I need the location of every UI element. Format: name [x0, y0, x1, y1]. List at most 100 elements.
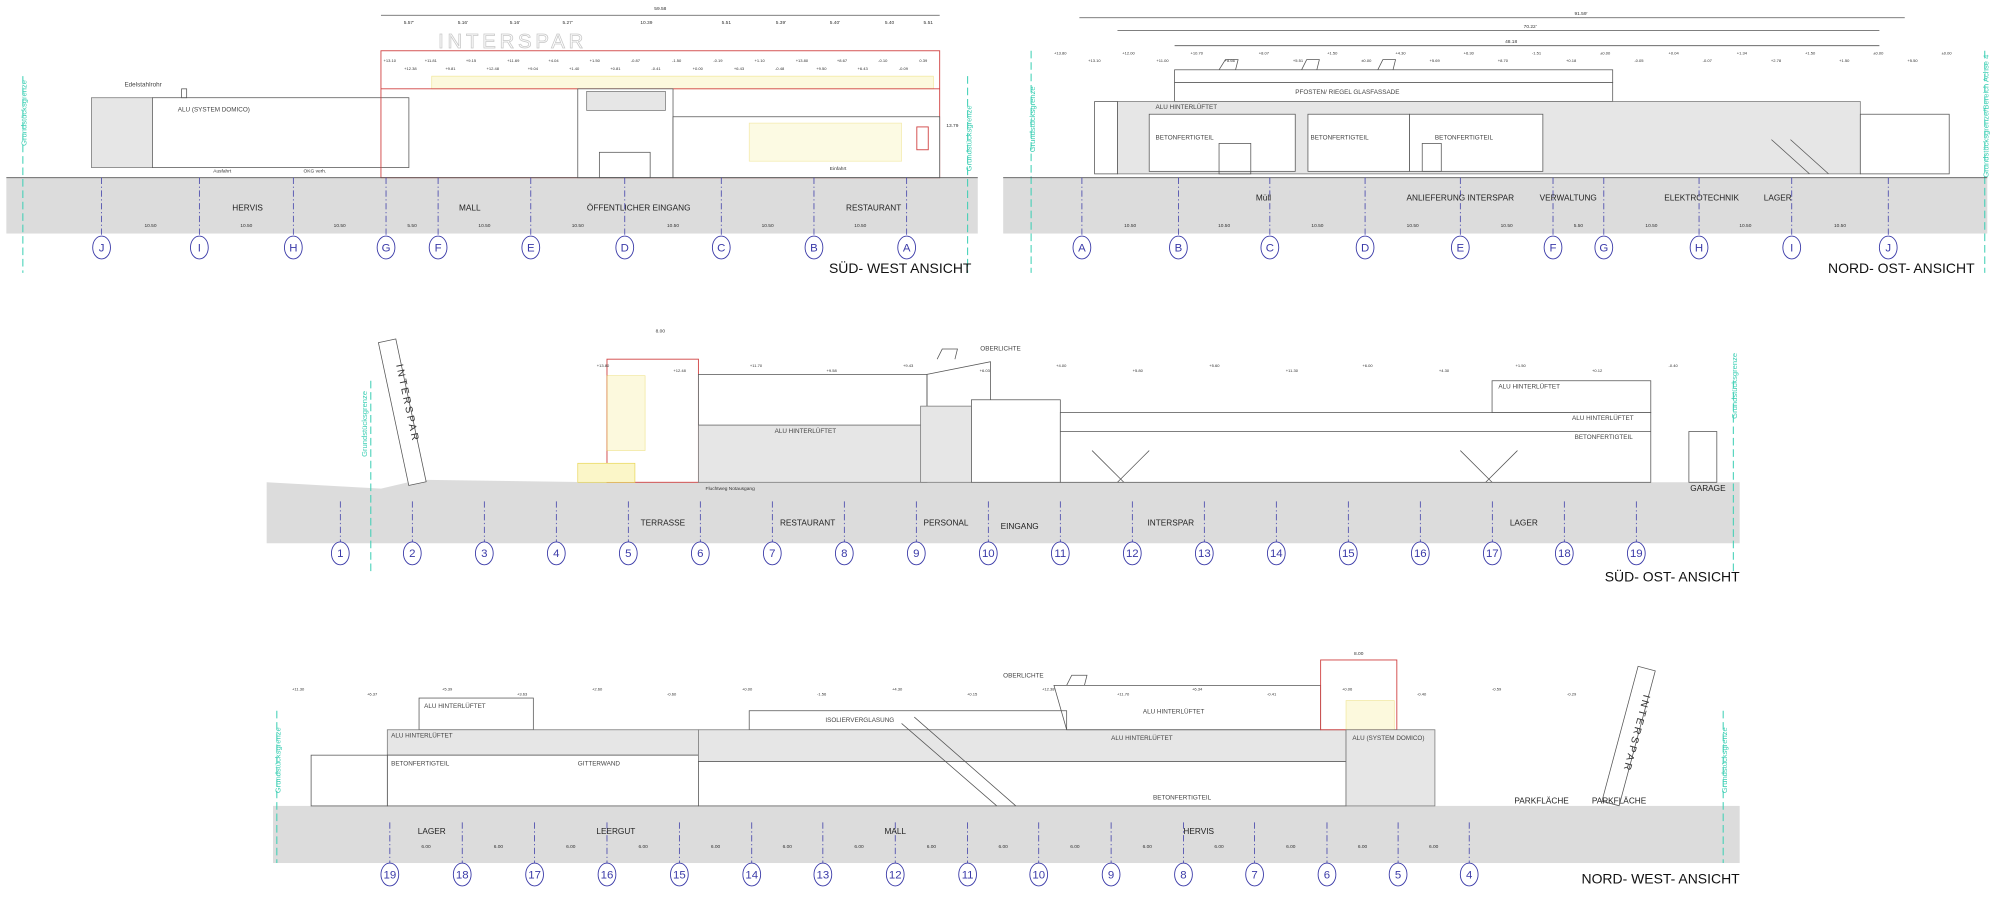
- sw-axis-spacing: 10.50: [667, 223, 679, 229]
- nw-axis-spacing: 6.00: [711, 844, 721, 850]
- sw-grid-axis-marker: [376, 235, 396, 260]
- sw-level-marker: +0.00: [693, 66, 704, 71]
- no-level-marker: +8.07: [1259, 51, 1270, 56]
- no-level-marker: +12.00: [1122, 51, 1135, 56]
- sw-level-marker: +1.10: [754, 58, 765, 63]
- so-grid-axis-marker: [1626, 541, 1646, 566]
- nw-grid-axis-label: 5: [1395, 869, 1401, 881]
- no-beton-panel-2: [1307, 113, 1410, 172]
- sw-top-dim-segment: 5.27': [562, 20, 572, 26]
- so-level-marker: +11.30: [1286, 368, 1299, 373]
- so-grid-axis-label: 7: [769, 548, 775, 560]
- sw-grid-axis-marker: [190, 235, 209, 260]
- no-label-alu: ALU HINTERLÜFTET: [1156, 103, 1218, 111]
- so-upper-facade: [698, 374, 928, 426]
- nw-grid-axis-label: 6: [1324, 869, 1330, 881]
- no-level-marker: -0.05: [1634, 58, 1644, 63]
- no-label-beton-3: BETONFERTIGTEIL: [1435, 135, 1494, 142]
- sw-level-marker: +6.43: [734, 66, 745, 71]
- nw-grid-axis-label: 10: [1032, 869, 1045, 881]
- nw-level-marker: +11.30: [292, 686, 305, 691]
- so-label-oberlichte: OBERLICHTE: [980, 345, 1020, 352]
- nw-grid-axis-marker: [1459, 862, 1479, 887]
- so-grid-axis-marker: [1266, 541, 1286, 566]
- no-label-beton-1: BETONFERTIGTEIL: [1156, 135, 1215, 142]
- so-grid-axis-marker: [618, 541, 638, 566]
- so-dim-8: 8.00: [656, 329, 666, 335]
- sw-room-label: ÖFFENTLICHER EINGANG: [587, 203, 691, 213]
- no-level-marker: +13.10: [1088, 58, 1101, 63]
- so-terrace: [577, 462, 636, 483]
- so-room-label: INTERSPAR: [1147, 518, 1194, 527]
- nw-label-alu: ALU HINTERLÜFTET: [391, 731, 453, 739]
- no-grid-axis-label: G: [1599, 242, 1608, 254]
- no-level-marker: +5.69: [1429, 58, 1440, 63]
- nw-level-marker: +12.38: [1042, 686, 1055, 691]
- nw-room-label: LEERGUT: [596, 827, 635, 836]
- so-level-marker: -0.40: [1669, 363, 1679, 368]
- nw-mall-alu: [698, 729, 1347, 762]
- so-grid-axis-marker: [1482, 541, 1502, 566]
- no-level-marker: +5.51: [1293, 58, 1304, 63]
- nw-level-marker: -0.60: [667, 692, 677, 697]
- sw-level-marker: -0.09: [899, 66, 909, 71]
- nw-grid-axis-label: 16: [601, 869, 614, 881]
- so-grid-axis-label: 16: [1414, 548, 1427, 560]
- so-grid-axis-marker: [1194, 541, 1214, 566]
- sw-top-dim-segment: 5.40: [885, 20, 895, 26]
- sw-level-marker: -0.10: [878, 58, 888, 63]
- sw-hervis-facade: [151, 97, 410, 168]
- sw-grid-axis-label: E: [527, 242, 535, 254]
- sw-axis-spacing: 10.50: [144, 223, 156, 229]
- nw-grid-axis-marker: [958, 862, 977, 887]
- no-level-marker: +6.30: [1464, 51, 1475, 56]
- nw-axis-spacing: 6.00: [1429, 844, 1439, 850]
- so-level-marker: +9.43: [903, 363, 914, 368]
- nw-axis-spacing: 6.00: [854, 844, 864, 850]
- no-grid-axis-marker: [1543, 235, 1563, 260]
- nw-level-marker: +11.70: [1117, 692, 1130, 697]
- nw-level-marker: -0.29: [1567, 692, 1577, 697]
- sw-grid-axis-marker: [897, 235, 916, 260]
- sw-interspar-logo: INTERSPAR: [438, 31, 587, 53]
- no-axis-spacing: 10.50: [1739, 223, 1751, 229]
- so-label-alu-2: ALU HINTERLÜFTET: [1498, 382, 1560, 390]
- sw-level-marker: +0.81: [610, 66, 621, 71]
- so-level-marker: +1.50: [1515, 363, 1526, 368]
- sw-grid-axis-marker: [804, 235, 824, 260]
- no-top-box: [1174, 69, 1614, 83]
- nw-axis-spacing: 6.00: [421, 844, 431, 850]
- no-grid-axis-marker: [1594, 235, 1614, 260]
- no-grid-axis-label: C: [1266, 242, 1274, 254]
- no-beton-panel-3: [1409, 113, 1544, 172]
- sw-level-marker: -0.19: [713, 58, 723, 63]
- no-grid-axis-marker: [1689, 235, 1709, 260]
- sw-level-marker: +11.81: [425, 58, 438, 63]
- nw-grid-axis-marker: [1388, 862, 1408, 887]
- nw-grid-axis-label: 17: [528, 869, 541, 881]
- sw-label-ausfahrt: Ausfahrt: [213, 169, 232, 175]
- so-level-marker: +13.80: [597, 363, 610, 368]
- nw-axis-spacing: 6.00: [1214, 844, 1224, 850]
- no-axis-spacing: 10.50: [1311, 223, 1323, 229]
- sw-grid-axis-label: B: [810, 242, 818, 254]
- no-level-marker: +2.78: [1771, 58, 1782, 63]
- so-lager-top: [1491, 380, 1652, 413]
- nw-room-label: HERVIS: [1183, 827, 1214, 836]
- sw-level-marker: +1.40: [569, 66, 580, 71]
- no-dim-3: 48.18: [1505, 39, 1517, 45]
- sw-level-marker: -0.48: [775, 66, 785, 71]
- nw-level-marker: +3.63: [517, 692, 528, 697]
- sw-pipe: [181, 88, 188, 99]
- nw-stair: [901, 716, 1017, 807]
- so-grid-axis-label: 5: [625, 548, 631, 560]
- sw-grid-axis-label: H: [289, 242, 297, 254]
- nw-grid-axis-marker: [597, 862, 617, 887]
- no-room-label: ANLIEFERUNG INTERSPAR: [1407, 194, 1515, 203]
- so-level-marker: +4.30: [1439, 368, 1450, 373]
- nw-label-alu-upper: ALU HINTERLÜFTET: [1143, 707, 1205, 715]
- sw-grid-axis-label: J: [99, 242, 105, 254]
- sw-axis-spacing: 10.50: [854, 223, 866, 229]
- no-grid-axis-marker: [1450, 235, 1470, 260]
- no-grid-axis-label: J: [1885, 242, 1891, 254]
